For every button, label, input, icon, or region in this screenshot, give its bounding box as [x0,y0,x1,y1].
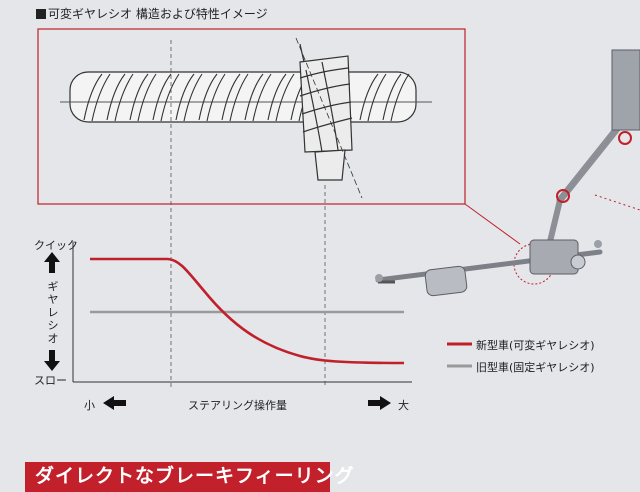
rack-tooth [390,73,410,122]
rack-tooth [183,73,203,122]
pinion-gear [295,37,363,199]
x-axis-left-label: 小 [84,399,95,412]
rack-tooth [367,73,387,122]
chart-axes [72,243,412,383]
rack-tooth [175,73,195,121]
series-variable-line [90,257,405,365]
callout-line-upper [464,203,521,245]
rack-tooth [83,73,103,121]
rack-tooth [206,73,226,122]
arrow-down-icon [44,350,60,371]
arrow-left-icon [103,396,126,410]
x-axis-right-label: 大 [398,399,409,412]
rack-tooth [114,73,134,122]
legend-variable-label: 新型車(可変ギヤレシオ) [476,339,595,352]
rack-tooth [275,73,295,122]
y-axis-top-label: クイック [34,239,78,252]
structure-illustration [37,28,521,245]
rack-tooth [91,73,111,122]
rack-tooth [198,73,218,121]
rack-tooth [221,73,241,121]
gear-ratio-diagram [37,28,640,410]
illustration-frame [37,28,466,205]
steering-assembly-illustration [375,49,640,297]
rack-tooth [382,73,402,121]
rack-tooth [244,73,264,121]
x-axis-label: ステアリング操作量 [188,399,287,412]
rack-tooth [129,73,149,121]
diagram-title-text: 可変ギヤレシオ 構造および特性イメージ [48,7,268,21]
rack-tooth [267,73,287,121]
rack-tooth [252,73,272,122]
rack-tooth [106,73,126,121]
arrow-up-icon [44,252,60,273]
legend-fixed-label: 旧型車(固定ギヤレシオ) [476,361,595,374]
section-heading: ダイレクトなブレーキフィーリング [35,465,355,487]
rack-tooth [152,73,172,121]
y-axis-bottom-label: スロー [34,374,67,387]
rack-tooth [359,73,379,121]
y-axis-label: ギヤレシオ [47,280,59,345]
rack-tooth [229,73,249,122]
rack-tooth [160,73,180,122]
arrow-right-icon [368,396,391,410]
diagram-title: 可変ギヤレシオ 構造および特性イメージ [36,5,268,22]
rack-teeth [83,73,410,122]
rack-tooth [137,73,157,122]
axis-arrows [44,252,391,410]
title-square-bullet [36,9,46,19]
